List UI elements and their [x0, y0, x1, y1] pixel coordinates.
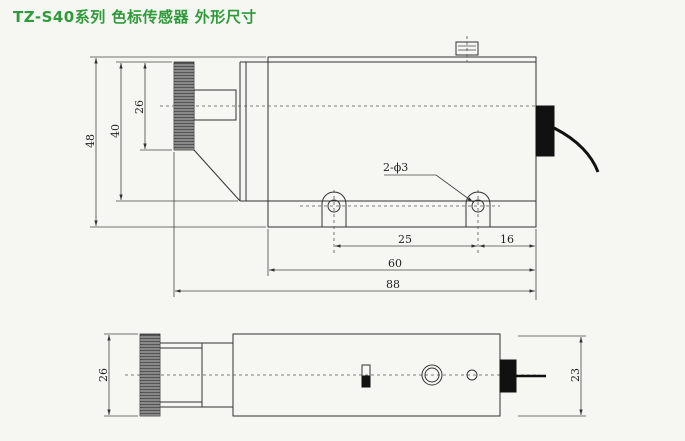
- cable: [553, 126, 600, 173]
- mounting-hole-right: [465, 190, 491, 255]
- lens-barrel: [193, 89, 237, 121]
- dim-26-bottom: 26: [97, 368, 110, 382]
- dim-26-top: 26: [133, 100, 146, 114]
- dim-16: 16: [500, 233, 514, 246]
- dim-48: 48: [84, 134, 97, 148]
- cable-connector-top: [499, 359, 517, 393]
- dim-60: 60: [388, 257, 402, 270]
- small-screw: [466, 369, 478, 381]
- adjust-screw: [455, 36, 479, 62]
- sensitivity-knob: [421, 364, 443, 386]
- side-view: 2-ϕ3 48 40 26 25 16 60 88: [84, 36, 600, 300]
- indicator-led: [361, 375, 371, 388]
- cable-connector: [535, 105, 555, 157]
- hole-spec-label: 2-ϕ3: [383, 161, 408, 174]
- dim-88: 88: [386, 278, 400, 291]
- dim-23: 23: [569, 368, 582, 382]
- mounting-hole-left: [321, 190, 347, 255]
- dim-40: 40: [109, 124, 122, 138]
- dim-25: 25: [398, 233, 412, 246]
- top-view: 26 23: [97, 333, 586, 417]
- page-title: TZ-S40系列 色标传感器 外形尺寸: [13, 8, 257, 26]
